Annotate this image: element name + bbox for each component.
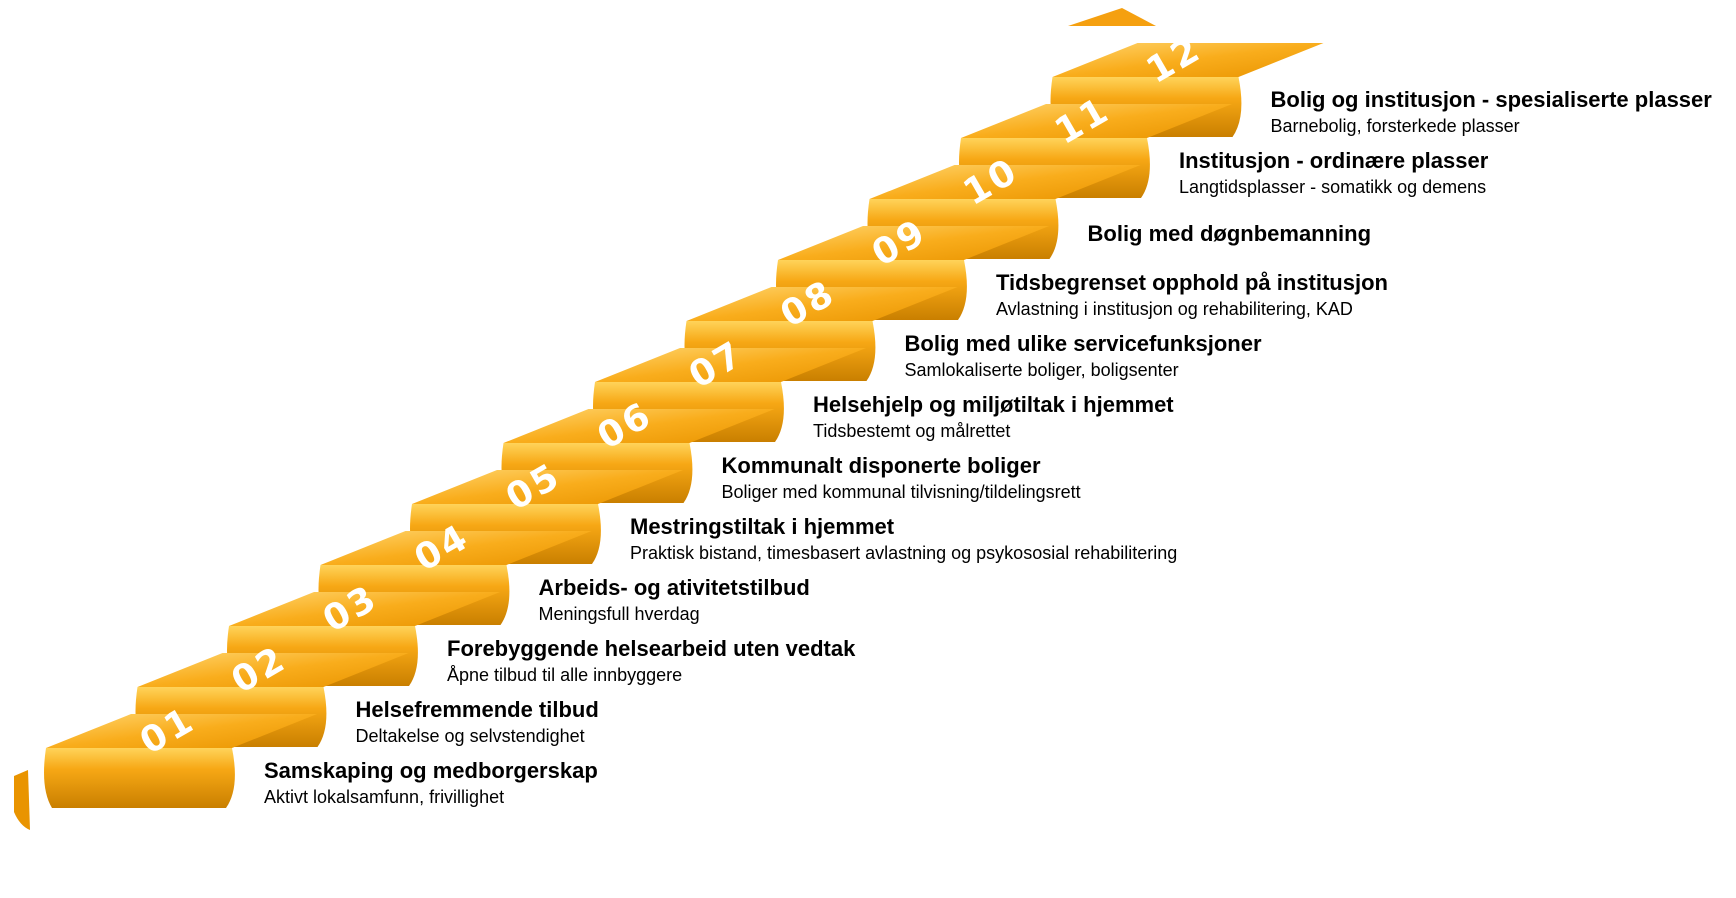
step-tread	[778, 226, 1049, 260]
step-tread	[686, 287, 958, 321]
step-title: Tidsbegrenset opphold på institusjon	[996, 270, 1388, 295]
step-title: Helsefremmende tilbud	[355, 697, 599, 722]
step-subtitle: Avlastning i institusjon og rehabiliteri…	[996, 299, 1353, 319]
step-tread	[320, 531, 592, 565]
top-edge-fragment	[1068, 8, 1156, 26]
step-subtitle: Aktivt lokalsamfunn, frivillighet	[264, 787, 505, 807]
step-subtitle: Deltakelse og selvstendighet	[355, 726, 585, 746]
step-tread	[412, 470, 683, 504]
step-subtitle: Samlokaliserte boliger, boligsenter	[904, 360, 1179, 380]
step-01: 01	[44, 699, 317, 808]
step-tread	[503, 409, 775, 443]
step-title: Forebyggende helsearbeid uten vedtak	[447, 636, 856, 661]
step-tread	[869, 165, 1141, 199]
step-title: Bolig med døgnbemanning	[1087, 221, 1372, 246]
step-tread	[595, 348, 866, 382]
step-subtitle: Praktisk bistand, timesbasert avlastning…	[630, 543, 1178, 563]
step-title: Samskaping og medborgerskap	[264, 758, 598, 783]
step-tread	[137, 653, 409, 687]
step-title: Arbeids- og ativitetstilbud	[538, 575, 810, 600]
step-label-12: Bolig og institusjon - spesialiserte pla…	[1271, 87, 1712, 137]
step-tread	[1052, 43, 1324, 77]
step-title: Mestringstiltak i hjemmet	[630, 514, 895, 539]
step-title: Bolig og institusjon - spesialiserte pla…	[1270, 87, 1712, 112]
step-tread	[961, 104, 1232, 138]
step-title: Bolig med ulike servicefunksjoner	[904, 331, 1262, 356]
step-subtitle: Tidsbestemt og målrettet	[813, 421, 1011, 441]
step-tread	[229, 592, 500, 626]
step-title: Helsehjelp og miljøtiltak i hjemmet	[813, 392, 1174, 417]
step-label-10: Bolig med døgnbemanning	[1088, 221, 1372, 247]
step-subtitle: Langtidsplasser - somatikk og demens	[1179, 177, 1487, 197]
step-title: Institusjon - ordinære plasser	[1179, 148, 1489, 173]
step-tread	[46, 714, 317, 748]
step-subtitle: Åpne tilbud til alle innbyggere	[447, 665, 683, 685]
step-title: Kommunalt disponerte boliger	[721, 453, 1041, 478]
left-edge-fragment	[14, 770, 30, 830]
step-subtitle: Boliger med kommunal tilvisning/tildelin…	[721, 482, 1081, 502]
step-subtitle: Meningsfull hverdag	[538, 604, 700, 624]
step-riser	[44, 748, 235, 808]
step-subtitle: Barnebolig, forsterkede plasser	[1270, 116, 1520, 136]
